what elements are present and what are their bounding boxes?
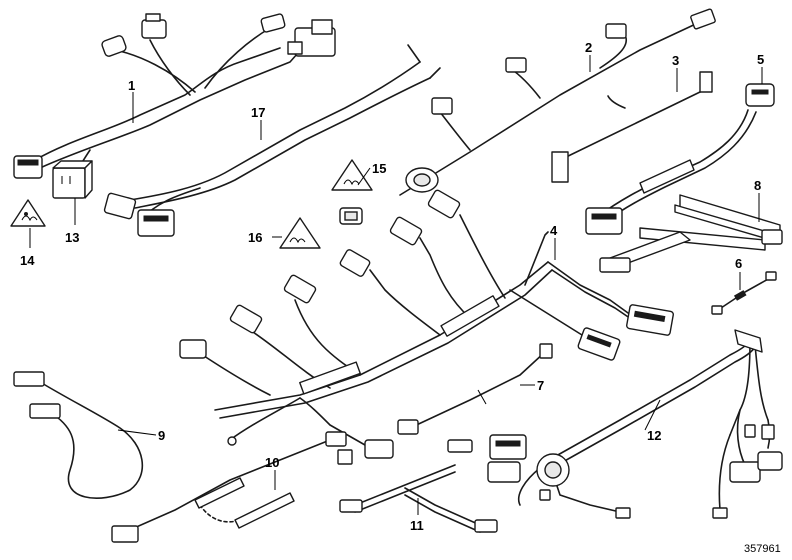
connector-icon	[283, 274, 317, 304]
connector-icon	[103, 192, 137, 220]
callout-label-7: 7	[537, 378, 544, 393]
callout-label-14: 14	[20, 253, 35, 268]
warning-triangle-icon	[331, 159, 373, 191]
connector-icon	[389, 216, 423, 246]
connector-icon	[427, 189, 461, 219]
callout-label-1: 1	[128, 78, 135, 93]
callout-label-6: 6	[735, 256, 742, 271]
connector-icon	[364, 439, 394, 459]
leader-lines	[29, 55, 763, 515]
wiring-harness-part-5	[585, 83, 775, 235]
wiring-harness-part-7	[397, 343, 553, 435]
connector-icon	[489, 434, 527, 460]
diagram-reference-number: 357961	[744, 543, 781, 555]
connector-icon	[745, 83, 775, 107]
wiring-harness-part-6	[711, 271, 777, 315]
callout-label-4: 4	[550, 223, 558, 238]
connector-icon	[690, 8, 716, 30]
wiring-harness-part-17	[103, 44, 441, 237]
connector-icon	[179, 339, 207, 359]
warning-triangle-icon	[10, 199, 46, 227]
warning-triangle-icon	[279, 217, 321, 249]
grommet-icon	[339, 207, 363, 225]
callout-label-12: 12	[647, 428, 661, 443]
callout-label-3: 3	[672, 53, 679, 68]
connector-icon	[260, 13, 286, 33]
wiring-harness-part-2	[399, 8, 716, 196]
connector-icon	[431, 97, 453, 115]
callout-label-11: 11	[410, 518, 424, 533]
connector-icon	[137, 209, 175, 237]
connector-icon	[287, 19, 336, 57]
connector-icon	[757, 451, 783, 471]
wiring-harness-part-8	[599, 194, 783, 273]
callout-label-2: 2	[585, 40, 592, 55]
wiring-harness-part-11	[339, 439, 498, 533]
callout-label-15: 15	[372, 161, 386, 176]
connector-icon	[487, 461, 521, 483]
wiring-harness-part-12	[487, 329, 783, 519]
connector-icon	[505, 57, 527, 73]
connector-icon	[101, 35, 127, 57]
callout-label-5: 5	[757, 52, 764, 67]
callout-label-8: 8	[754, 178, 761, 193]
wiring-harness-part-3	[551, 71, 713, 183]
connector-icon	[605, 23, 627, 39]
wiring-harness-part-10	[111, 431, 353, 543]
connector-icon	[729, 461, 761, 483]
callout-label-17: 17	[251, 105, 265, 120]
callout-labels: 1 2 3 4 5 6 7 8 9 10 11 12 13 14 15 16 1…	[20, 40, 764, 533]
callout-label-13: 13	[65, 230, 79, 245]
callout-label-9: 9	[158, 428, 165, 443]
connector-icon	[577, 327, 621, 361]
wiring-harness-part-4	[179, 189, 674, 459]
connector-icon	[141, 13, 167, 39]
relay-icon	[52, 160, 93, 199]
connector-icon	[339, 249, 371, 277]
connector-icon	[585, 207, 623, 235]
callout-label-16: 16	[248, 230, 262, 245]
wiring-harness-part-1	[13, 13, 336, 181]
callout-label-10: 10	[265, 455, 279, 470]
wiring-harness-part-9	[13, 371, 144, 499]
connector-icon	[626, 304, 674, 336]
connector-icon	[229, 304, 263, 334]
grommet-icon	[405, 167, 439, 193]
connector-icon	[13, 155, 43, 179]
